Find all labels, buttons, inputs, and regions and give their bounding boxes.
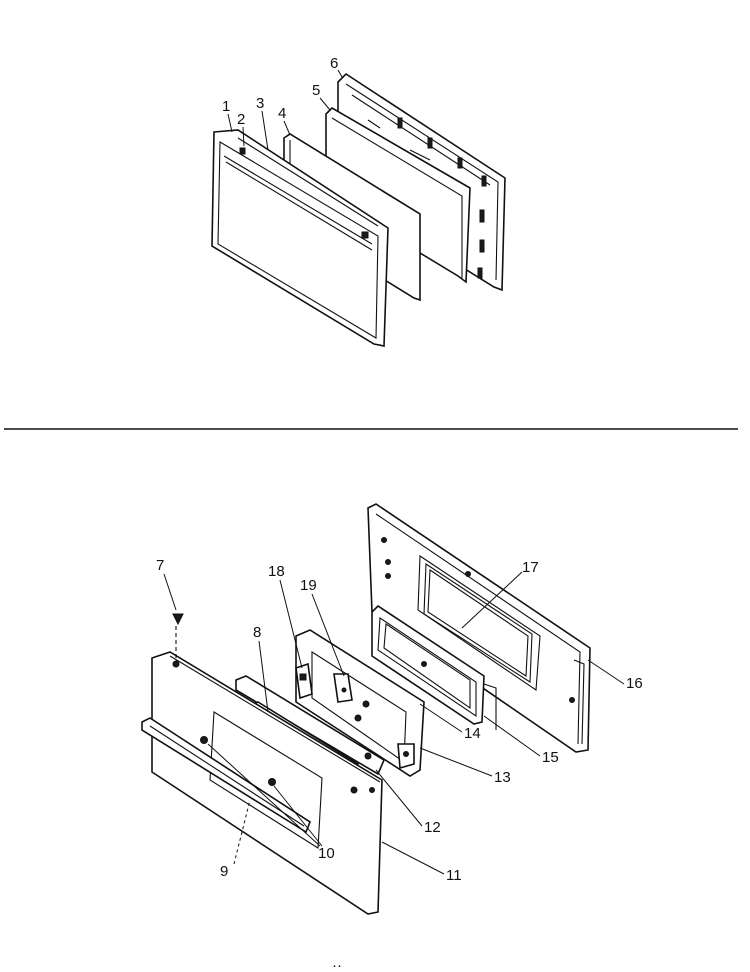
footer-mark: ·· bbox=[332, 957, 342, 972]
part-13-bracket-plate bbox=[295, 629, 425, 777]
label-part-15: 15 bbox=[542, 749, 559, 766]
lower-door-assembly bbox=[141, 503, 591, 915]
label-part-11: 11 bbox=[446, 867, 462, 884]
upper-labels: 1 2 3 4 5 6 bbox=[222, 55, 343, 151]
label-part-2: 2 bbox=[237, 111, 245, 128]
label-part-3: 3 bbox=[256, 95, 264, 112]
label-part-13: 13 bbox=[494, 769, 511, 786]
part-18-hinge bbox=[295, 662, 313, 700]
upper-door-assembly bbox=[211, 72, 506, 347]
part-14-glass bbox=[383, 623, 471, 710]
part-17-window-frame bbox=[427, 568, 529, 677]
label-part-14: 14 bbox=[464, 725, 481, 742]
lower-labels: 7 8 18 19 17 16 15 14 13 12 11 10 9 bbox=[156, 557, 643, 884]
label-part-6: 6 bbox=[330, 55, 338, 72]
label-part-1: 1 bbox=[222, 98, 230, 115]
part-7-screw bbox=[172, 613, 184, 626]
label-part-5: 5 bbox=[312, 82, 320, 99]
part-15-glass-frame bbox=[371, 604, 485, 725]
part-2-clip bbox=[239, 147, 246, 155]
part-10-screw bbox=[200, 736, 208, 744]
part-12-channel bbox=[235, 675, 386, 776]
label-part-8: 8 bbox=[253, 624, 261, 641]
label-part-16: 16 bbox=[626, 675, 643, 692]
label-part-12: 12 bbox=[424, 819, 441, 836]
label-part-18: 18 bbox=[268, 563, 285, 580]
label-part-10: 10 bbox=[318, 845, 335, 862]
label-part-7: 7 bbox=[156, 557, 164, 574]
part-11-outer-door bbox=[151, 651, 383, 915]
label-part-4: 4 bbox=[278, 105, 286, 122]
label-part-9: 9 bbox=[220, 863, 228, 880]
label-part-17: 17 bbox=[522, 559, 539, 576]
part-1-outer-door bbox=[211, 129, 389, 347]
label-part-19: 19 bbox=[300, 577, 317, 594]
part-3-trim bbox=[237, 137, 379, 227]
